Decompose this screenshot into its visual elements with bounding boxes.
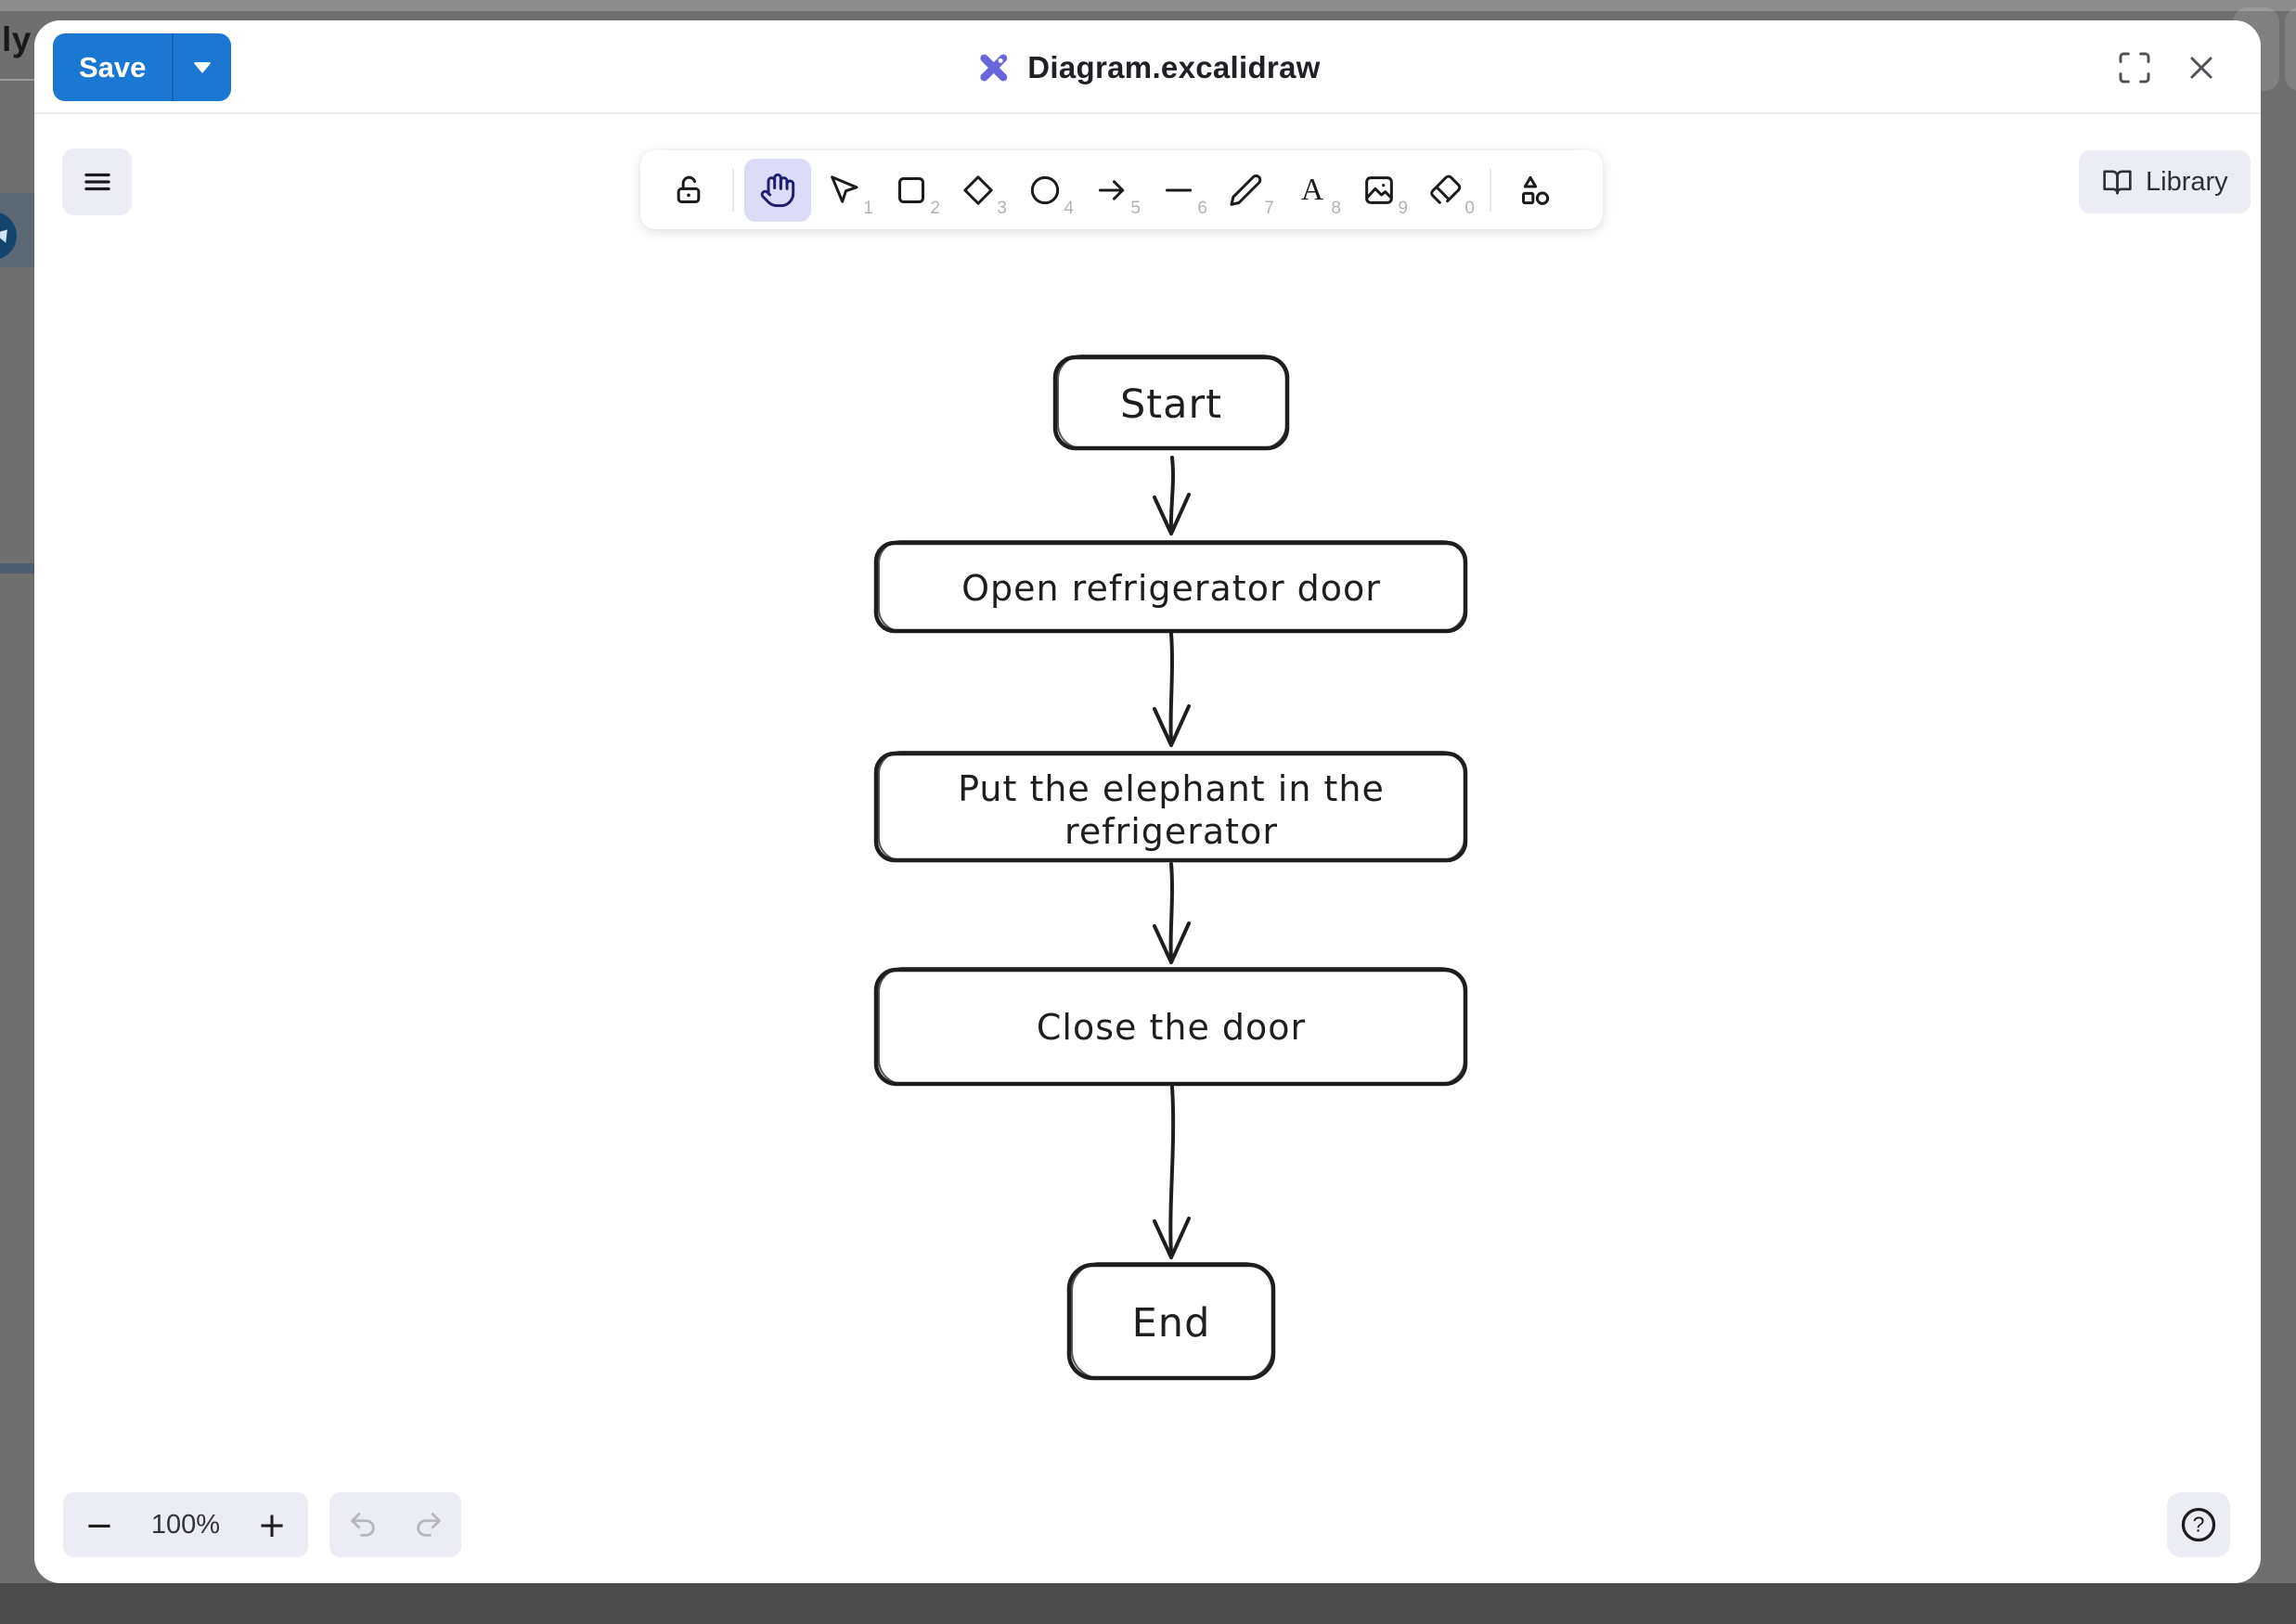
flowchart-node-close[interactable]: Close the door	[873, 967, 1468, 1087]
line-icon	[1166, 188, 1192, 191]
node-label: Open refrigerator door	[961, 568, 1381, 609]
eraser-icon	[1430, 174, 1462, 204]
node-label: Start	[1120, 381, 1222, 428]
save-split-button: Save	[53, 33, 232, 101]
close-button[interactable]	[2175, 42, 2227, 94]
close-icon	[2190, 57, 2212, 78]
tool-shortcut: 4	[1064, 198, 1074, 218]
toolbar-divider	[732, 168, 734, 212]
hand-icon	[760, 173, 795, 207]
document-title-group: Diagram.excalidraw	[974, 20, 1320, 114]
pencil-icon	[1230, 174, 1262, 206]
redo-button[interactable]	[403, 1499, 455, 1551]
excalidraw-logo-icon	[979, 54, 1007, 81]
library-label: Library	[2146, 166, 2228, 197]
tool-shortcut: 5	[1130, 198, 1141, 218]
flowchart-node-end[interactable]: End	[1066, 1262, 1276, 1381]
ellipse-icon	[1030, 175, 1060, 204]
flowchart-node-start[interactable]: Start	[1052, 354, 1290, 451]
undo-button[interactable]	[337, 1499, 389, 1551]
question-icon: ?	[2181, 1507, 2216, 1542]
zoom-level[interactable]: 100%	[150, 1509, 221, 1540]
cursor-icon	[831, 174, 858, 203]
tool-shortcut: 9	[1398, 198, 1408, 218]
undo-icon	[350, 1513, 375, 1537]
save-button[interactable]: Save	[53, 33, 172, 101]
tool-shortcut: 3	[997, 198, 1007, 218]
svg-text:A: A	[1301, 173, 1323, 207]
tool-extra-shapes[interactable]	[1502, 159, 1568, 222]
flowchart-node-put[interactable]: Put the elephant in the refrigerator	[873, 751, 1468, 863]
tool-selection[interactable]: 1	[811, 159, 878, 222]
book-icon	[2103, 170, 2132, 194]
history-controls	[329, 1492, 461, 1557]
tool-toolbar: 1 2 3 4	[640, 150, 1603, 229]
tool-shortcut: 1	[863, 198, 873, 218]
node-label-line2: refrigerator	[1064, 811, 1278, 852]
tool-diamond[interactable]: 3	[945, 159, 1012, 222]
excalidraw-editor-modal: Save Diagram.excalidraw	[34, 20, 2261, 1583]
tool-line[interactable]: 6	[1145, 159, 1212, 222]
node-label-line1: Put the elephant in the	[958, 768, 1385, 809]
flowchart-svg: Start Open refrigerator door Put the ele…	[873, 354, 1468, 1381]
arrow-icon	[1099, 179, 1125, 200]
chevron-down-icon	[193, 61, 213, 73]
tool-shortcut: 7	[1264, 198, 1274, 218]
flowchart-edge[interactable]	[1153, 1085, 1191, 1259]
help-button[interactable]: ?	[2167, 1492, 2230, 1557]
fullscreen-button[interactable]	[2109, 42, 2161, 94]
hamburger-menu-icon	[84, 173, 110, 191]
backdrop-dimmed-button	[2285, 7, 2296, 91]
zoom-in-button[interactable]: +	[243, 1496, 301, 1553]
flowchart-edge[interactable]	[1153, 862, 1191, 964]
zoom-out-button[interactable]: −	[71, 1496, 128, 1553]
tool-draw[interactable]: 7	[1212, 159, 1279, 222]
main-menu-button[interactable]	[62, 148, 132, 215]
flowchart-edge[interactable]	[1153, 456, 1191, 535]
zoom-controls: − 100% +	[63, 1492, 308, 1557]
tool-arrow[interactable]: 5	[1078, 159, 1145, 222]
svg-text:?: ?	[2193, 1513, 2205, 1537]
flowchart-edge[interactable]	[1153, 632, 1191, 747]
tool-rectangle[interactable]: 2	[878, 159, 945, 222]
tool-ellipse[interactable]: 4	[1012, 159, 1078, 222]
flowchart-node-open[interactable]: Open refrigerator door	[873, 540, 1468, 634]
text-icon: A	[1301, 173, 1323, 207]
rectangle-icon	[898, 176, 924, 203]
tool-shortcut: 6	[1197, 198, 1207, 218]
node-label: Close the door	[1037, 1007, 1306, 1048]
backdrop-divider	[0, 79, 34, 81]
redo-icon	[416, 1513, 441, 1537]
fullscreen-icon	[2119, 52, 2150, 83]
node-label: End	[1132, 1300, 1211, 1347]
save-button-separator	[172, 33, 174, 101]
tool-eraser[interactable]: 0	[1412, 159, 1479, 222]
tool-lock[interactable]	[655, 159, 722, 222]
shapes-icon	[1522, 175, 1550, 205]
library-button[interactable]: Library	[2079, 150, 2251, 213]
tool-shortcut: 2	[930, 198, 940, 218]
diamond-icon	[963, 174, 993, 205]
modal-titlebar: Save Diagram.excalidraw	[34, 20, 2261, 114]
toolbar-divider	[1490, 168, 1491, 212]
tool-shortcut: 0	[1464, 198, 1475, 218]
window-controls	[2109, 20, 2227, 114]
backdrop-blue-band-2	[0, 563, 34, 574]
unlock-icon	[677, 175, 701, 203]
tool-text[interactable]: A 8	[1279, 159, 1346, 222]
tool-image[interactable]: 9	[1346, 159, 1412, 222]
image-icon	[1365, 175, 1393, 204]
backdrop-avatar-circle	[0, 212, 17, 260]
drawing-canvas[interactable]: Start Open refrigerator door Put the ele…	[34, 114, 2261, 1581]
tool-hand[interactable]	[744, 158, 811, 222]
backdrop-bottom-strip	[0, 1583, 2296, 1624]
document-title: Diagram.excalidraw	[1027, 49, 1321, 84]
backdrop-top-strip	[0, 0, 2296, 11]
tool-shortcut: 8	[1331, 198, 1341, 218]
save-options-button[interactable]	[174, 33, 231, 101]
